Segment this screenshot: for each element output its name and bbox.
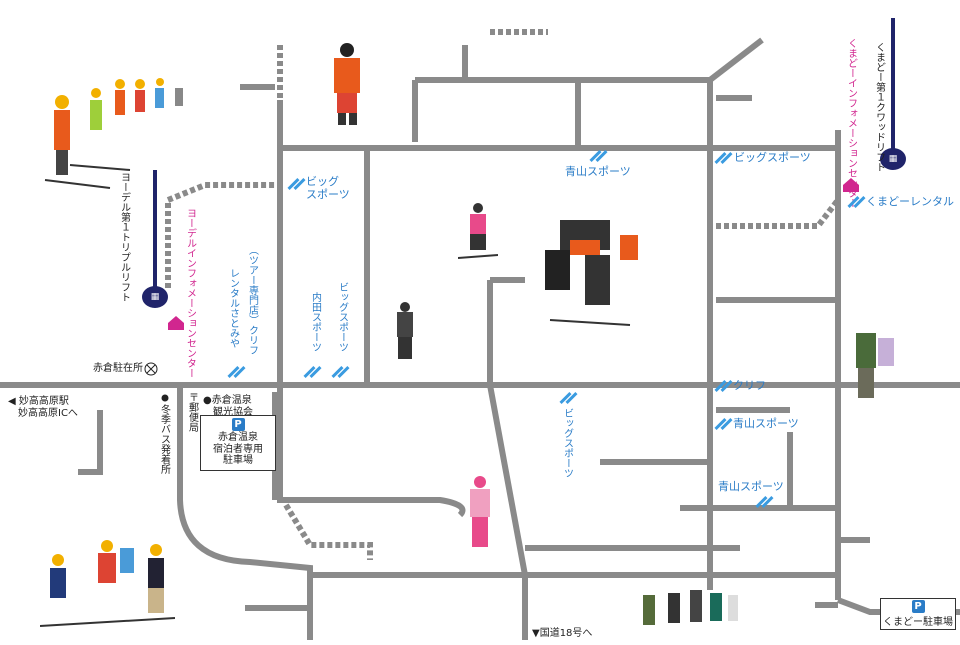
shop-slash-icon xyxy=(287,177,306,191)
shop-tour-cliff[interactable]: （ツアー専門店）クリフ xyxy=(246,245,258,355)
route18-label: ▼国道18号へ xyxy=(532,628,593,639)
road xyxy=(78,410,103,475)
police-box-icon xyxy=(144,362,158,376)
lift-gondola-icon[interactable]: ▦ xyxy=(880,148,906,170)
guest-parking-label: 赤倉温泉 宿泊者専用 駐車場 xyxy=(213,432,263,466)
parking-icon: P xyxy=(231,418,245,431)
road xyxy=(277,148,466,518)
skier-illustration xyxy=(470,476,490,547)
shop-kumado-rental[interactable]: くまどーレンタル xyxy=(866,195,954,208)
shop-slash-icon xyxy=(714,151,733,165)
bus-stop-icon xyxy=(161,394,169,402)
shop-slash-icon xyxy=(331,365,350,379)
kumado-parking-box[interactable]: P くまどー駐車場 xyxy=(880,598,956,630)
shop-slash-icon xyxy=(714,417,733,431)
winter-bus-label: 冬季バス発着所 xyxy=(158,404,170,474)
skier-group-illustration xyxy=(44,78,183,189)
shop-big-sports-mid[interactable]: ビッグスポーツ xyxy=(336,282,348,352)
skier-illustration xyxy=(397,302,413,359)
shop-slash-icon xyxy=(303,365,322,379)
parking-icon: P xyxy=(911,600,925,613)
info-house-icon[interactable] xyxy=(843,178,859,192)
guest-parking-box[interactable]: P 赤倉温泉 宿泊者専用 駐車場 xyxy=(200,415,276,471)
shop-big-sports-left[interactable]: ビッグ スポーツ xyxy=(306,175,350,201)
kumado-parking-label: くまどー駐車場 xyxy=(883,617,953,628)
shop-rental-satomiya[interactable]: レンタルさとみや xyxy=(227,268,239,348)
shop-aoyama-lower[interactable]: 青山スポーツ xyxy=(718,480,784,493)
post-office-label: 〒郵便局 xyxy=(186,392,198,432)
tourism-association-label[interactable]: ●赤倉温泉 観光協会 xyxy=(203,395,253,418)
to-myoko-label: ◀ 妙高高原駅 妙高高原ICへ xyxy=(8,396,78,419)
shop-slash-icon xyxy=(589,149,608,163)
road xyxy=(708,37,764,83)
shop-aoyama-top[interactable]: 青山スポーツ xyxy=(565,165,631,178)
yodel-info-center-label: ヨーデルインフォメーションセンター xyxy=(184,208,196,378)
road xyxy=(412,77,713,142)
shop-big-sports-top-right[interactable]: ビッグスポーツ xyxy=(734,151,811,164)
akakura-police-label: 赤倉駐在所 xyxy=(93,363,143,374)
shop-slash-icon xyxy=(755,495,774,509)
skier-illustration xyxy=(334,43,360,125)
kumado-quad-lift-label: くまどー第１クワッドリフト xyxy=(873,42,885,172)
skier-group-illustration xyxy=(545,220,638,326)
shop-uchida-sports[interactable]: 内田スポーツ xyxy=(309,292,321,352)
road xyxy=(177,385,313,640)
shop-aoyama-right[interactable]: 青山スポーツ xyxy=(733,417,799,430)
lift-gondola-icon[interactable]: ▦ xyxy=(142,286,168,308)
shop-cliff-right[interactable]: クリフ xyxy=(733,379,766,392)
dotted-roads xyxy=(165,29,841,560)
yodel-triple-lift-label: ヨーデル第１トリプルリフト xyxy=(118,172,130,302)
skier-group-illustration xyxy=(856,333,894,398)
shop-slash-icon xyxy=(714,379,733,393)
skier-group-illustration xyxy=(40,540,175,627)
skier-illustration xyxy=(458,203,498,259)
shop-slash-icon xyxy=(227,365,246,379)
shop-slash-icon xyxy=(559,391,578,405)
info-house-icon[interactable] xyxy=(168,316,184,330)
kumado-info-center-label: くまどーインフォメーションセンター xyxy=(845,38,857,208)
skier-group-illustration xyxy=(643,590,738,625)
shop-big-sports-center[interactable]: ビッグスポーツ xyxy=(561,408,573,478)
shop-slash-icon xyxy=(847,195,866,209)
